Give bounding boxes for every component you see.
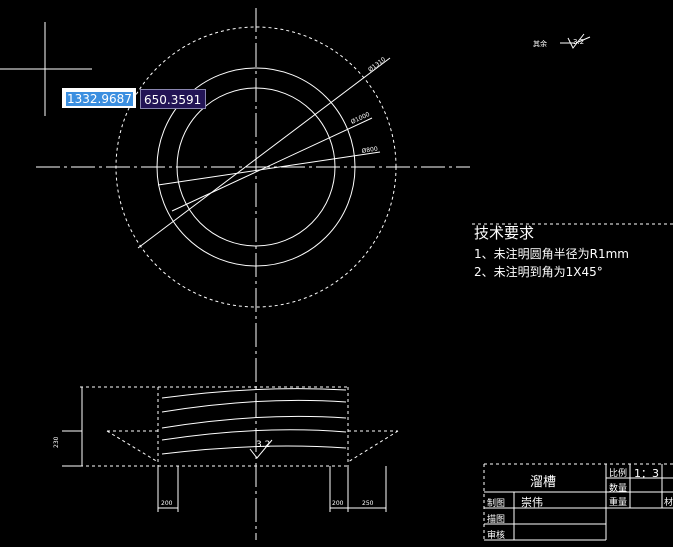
section-view <box>62 386 399 512</box>
coordinate-x-input[interactable]: 1332.9687 <box>62 88 136 108</box>
dimension-dia-1310: Ø1310 <box>367 56 387 74</box>
leader-dia-800 <box>157 151 381 186</box>
dimension-height-left: 230 <box>53 436 60 448</box>
title-block-trace-label: 描图 <box>487 515 506 525</box>
roughness-value: 3.2 <box>573 38 584 46</box>
dimension-dia-800: Ø800 <box>361 146 378 155</box>
roughness-symbol <box>560 33 591 49</box>
title-block-qty-label: 数量 <box>609 484 628 494</box>
roughness-label: 其余 <box>533 39 547 48</box>
title-block-draw-name: 崇伟 <box>521 496 543 509</box>
surface-roughness-value: 3.2 <box>256 440 270 450</box>
dimension-bottom-1: 200 <box>161 500 173 507</box>
title-block <box>483 463 673 541</box>
title-block-scale-label: 比例 <box>609 469 628 479</box>
title-block-scale-value: 1：3 <box>634 467 659 480</box>
title-block-check-label: 审核 <box>487 531 506 541</box>
title-block-material-label: 材 <box>664 498 673 508</box>
leader-dia-1310 <box>137 57 391 249</box>
title-block-draw-label: 制图 <box>487 499 506 509</box>
title-block-weight-label: 重量 <box>609 498 628 508</box>
title-block-part-name: 溜槽 <box>530 475 557 490</box>
tech-requirements-title: 技术要求 <box>474 224 535 242</box>
leader-dia-1000 <box>171 117 373 212</box>
tech-requirement-1: 1、未注明圆角半径为R1mm <box>474 247 629 261</box>
crosshair-cursor-icon <box>0 22 92 116</box>
tech-requirement-2: 2、未注明到角为1X45° <box>474 265 603 279</box>
dimension-bottom-2: 200 <box>332 500 344 507</box>
coordinate-y-input[interactable]: 650.3591 <box>140 89 206 109</box>
top-view <box>36 8 470 540</box>
dimension-bottom-3: 250 <box>362 500 374 507</box>
